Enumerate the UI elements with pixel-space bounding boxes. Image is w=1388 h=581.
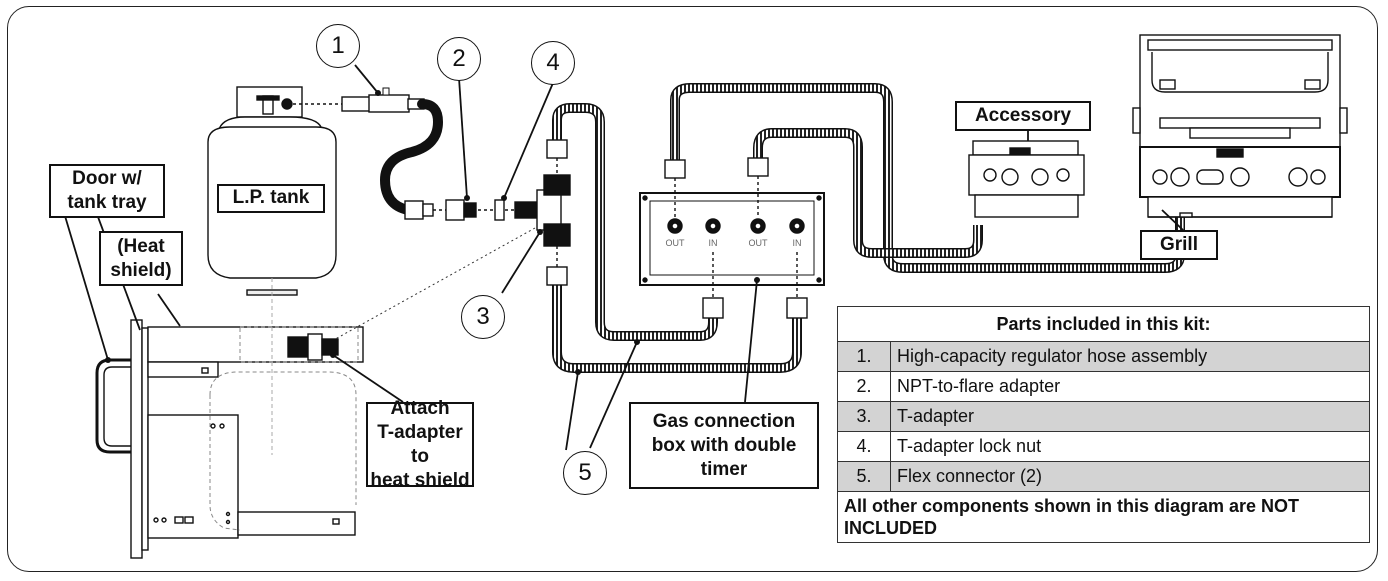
callout-2: 2 (437, 37, 481, 81)
table-row: 1. High-capacity regulator hose assembly (837, 341, 1370, 372)
port-label-out-2: OUT (748, 238, 768, 248)
lock-nut (494, 199, 515, 221)
gas-connection-box (639, 176, 825, 298)
door-assembly (95, 319, 364, 559)
table-row: 3. T-adapter (837, 401, 1370, 432)
grill-appliance (1132, 34, 1348, 218)
port-label-in-1: IN (708, 238, 718, 248)
projection-line (329, 227, 536, 343)
tank-outline-dashed (209, 326, 359, 531)
part-number: 3. (837, 401, 891, 432)
grill-label: Grill (1140, 230, 1218, 260)
callout-1: 1 (316, 24, 360, 68)
table-row: 5. Flex connector (2) (837, 461, 1370, 492)
part-name: NPT-to-flare adapter (890, 371, 1370, 402)
table-row: 4. T-adapter lock nut (837, 431, 1370, 462)
leader-lines (64, 64, 1184, 451)
lp-tank-label: L.P. tank (232, 187, 310, 208)
gas-box-label: Gas connection box with double timer (629, 402, 819, 489)
parts-table-footer: All other components shown in this diagr… (837, 491, 1370, 543)
lp-tank-label-box (217, 184, 325, 213)
accessory-label: Accessory (955, 101, 1091, 131)
door-label: Door w/ tank tray (49, 164, 165, 218)
accessory-appliance (968, 140, 1085, 218)
part-number: 5. (837, 461, 891, 492)
part-name: High-capacity regulator hose assembly (890, 341, 1370, 372)
part-name: T-adapter lock nut (890, 431, 1370, 462)
part-number: 2. (837, 371, 891, 402)
part-name: T-adapter (890, 401, 1370, 432)
port-label-in-2: IN (792, 238, 802, 248)
parts-table-header: Parts included in this kit: (837, 306, 1370, 342)
port-label-out-1: OUT (665, 238, 685, 248)
heat-shield-label: (Heat shield) (99, 231, 183, 286)
hose-nuts (546, 139, 808, 319)
callout-4: 4 (531, 41, 575, 85)
npt-flare-adapter (445, 199, 494, 221)
part-number: 1. (837, 341, 891, 372)
table-row: 2. NPT-to-flare adapter (837, 371, 1370, 402)
parts-table: Parts included in this kit: 1. High-capa… (837, 306, 1370, 543)
leader-dots (105, 90, 760, 375)
attach-label: Attach T-adapter to heat shield (366, 398, 474, 491)
regulator-hose (293, 87, 446, 220)
t-adapter (514, 158, 571, 268)
flex-hoses (552, 83, 1185, 373)
diagram-frame (7, 6, 1378, 572)
part-name: Flex connector (2) (890, 461, 1370, 492)
callout-3: 3 (461, 295, 505, 339)
part-number: 4. (837, 431, 891, 462)
callout-5: 5 (563, 451, 607, 495)
t-adapter-on-shield (287, 333, 339, 361)
